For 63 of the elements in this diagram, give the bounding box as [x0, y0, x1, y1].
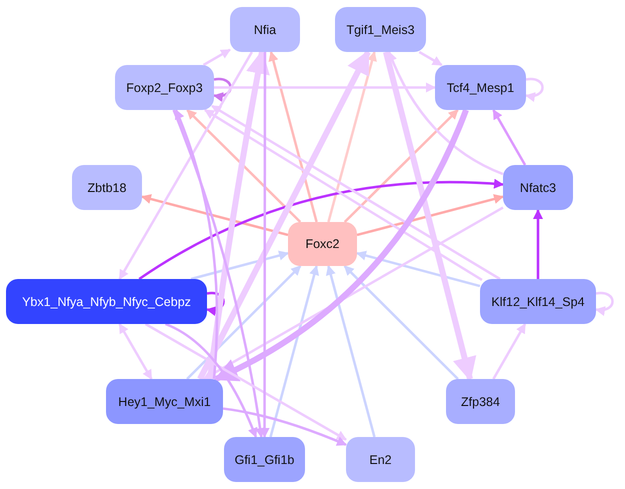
arrow	[492, 323, 526, 380]
arrow	[202, 206, 504, 380]
arrow	[172, 110, 265, 438]
arrow	[214, 108, 469, 382]
gene-node	[230, 7, 300, 52]
arrow	[118, 51, 253, 280]
node-label: En2	[369, 452, 392, 466]
node-label: Tgif1_Meis3	[346, 22, 415, 36]
gene-node	[115, 65, 214, 110]
node-label: Ybx1_Nfya_Nfyb_Nfyc_Cebpz	[22, 294, 191, 308]
arrow	[206, 292, 225, 316]
node-label: Hey1_Myc_Mxi1	[118, 394, 211, 408]
arrow	[186, 265, 302, 380]
arrow	[138, 178, 504, 280]
node-label: Nfatc3	[520, 180, 556, 194]
arrow	[383, 51, 476, 382]
arrow	[492, 109, 526, 166]
arrow	[326, 265, 376, 438]
arrow	[190, 250, 289, 280]
node-label: Klf12_Klf14_Sp4	[491, 294, 585, 308]
node-label: Foxp2_Foxp3	[126, 80, 203, 94]
arrow	[164, 322, 258, 438]
gene-node	[72, 165, 142, 210]
node-label: Foxc2	[305, 237, 340, 251]
arrow	[525, 78, 544, 102]
arrow	[595, 292, 614, 316]
arrow	[174, 109, 218, 380]
arrow	[356, 194, 504, 236]
gene-node	[480, 279, 596, 324]
arrow	[186, 109, 302, 223]
arrow	[222, 407, 347, 446]
node-label: Nfia	[254, 22, 276, 36]
arrow	[118, 323, 153, 380]
arrow	[388, 51, 504, 176]
arrow	[213, 78, 232, 102]
node-label: Zbtb18	[88, 180, 126, 194]
gene-node	[106, 379, 223, 424]
gene-node	[288, 222, 357, 266]
arrow	[418, 50, 443, 66]
arrow	[202, 48, 231, 66]
node-label: Tcf4_Mesp1	[446, 80, 514, 94]
arrow	[268, 51, 318, 222]
arrow	[197, 50, 371, 380]
gene-node	[335, 7, 426, 52]
arrow	[344, 109, 459, 223]
arrow	[269, 265, 320, 438]
arrow	[356, 250, 480, 288]
arrow	[260, 52, 270, 438]
arrow	[141, 194, 288, 236]
node-label: Zfp384	[461, 394, 500, 408]
gene-node	[224, 437, 305, 482]
arrow	[214, 82, 436, 92]
gene-node	[346, 437, 415, 482]
arrow	[207, 50, 270, 380]
arrow	[344, 265, 459, 380]
gene-node	[6, 279, 207, 324]
gene-node	[435, 65, 526, 110]
arrow	[533, 209, 543, 279]
gene-node	[503, 165, 573, 210]
node-label: Gfi1_Gfi1b	[234, 452, 294, 466]
arrow	[144, 322, 347, 441]
arrow	[327, 51, 377, 222]
gene-node	[446, 379, 515, 424]
